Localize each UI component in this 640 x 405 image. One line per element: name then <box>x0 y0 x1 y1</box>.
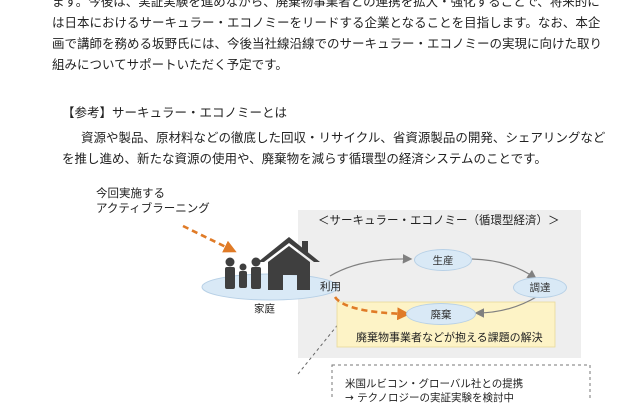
node-disposal: 廃棄 <box>406 303 476 325</box>
node-usage-label: 利用 <box>320 281 341 293</box>
node-disposal-label: 廃棄 <box>430 308 452 321</box>
active-learning-line: 今回実施する <box>96 186 165 200</box>
node-production-label: 生産 <box>432 254 454 267</box>
reference-heading: 【参考】サーキュラー・エコノミーとは <box>62 105 288 120</box>
issue-box-label: 廃棄物事業者などが抱える課題の解決 <box>356 331 543 344</box>
intro-line: 組みについてサポートいただく予定です。 <box>52 57 288 72</box>
note-line: → テクノロジーの実証実験を検討中 <box>345 392 515 404</box>
cycle-arrow-usage-production <box>329 254 413 277</box>
note-text: 米国ルビコン・グローバル社との提携 → テクノロジーの実証実験を検討中 <box>345 377 523 405</box>
cycle-arrow-production-procurement <box>471 258 537 280</box>
reference-line: 資源や製品、原材料などの徹底した回収・リサイクル、省資源製品の開発、シェアリング… <box>81 130 606 145</box>
intro-line: 画で講師を務める坂野氏には、今後当社線沿線でのサーキュラー・エコノミーの実現に向… <box>52 36 603 51</box>
active-learning-label: 今回実施する アクティブラーニング <box>96 186 210 216</box>
house-icon <box>258 237 320 290</box>
node-procurement-label: 調達 <box>529 282 551 294</box>
node-procurement: 調達 <box>513 277 567 298</box>
cycle-arrow-procurement-disposal <box>474 295 539 318</box>
intro-line: は日本におけるサーキュラー・エコノミーをリードする企業となることを目指します。な… <box>52 15 601 30</box>
family-icon <box>225 257 261 289</box>
node-production: 生産 <box>414 249 472 271</box>
reference-line: を推し進め、新たな資源の使用や、廃棄物を減らす循環型の経済システムのことです。 <box>62 151 547 166</box>
note-line: 米国ルビコン・グローバル社との提携 <box>345 378 524 390</box>
active-learning-line: アクティブラーニング <box>96 201 210 215</box>
reference-body: 資源や製品、原材料などの徹底した回収・リサイクル、省資源製品の開発、シェアリング… <box>62 127 605 169</box>
note-leader-line <box>297 321 341 375</box>
usage-to-disposal-arrow <box>333 296 411 321</box>
circular-economy-title: ＜サーキュラー・エコノミー（循環型経済）＞ <box>318 213 560 227</box>
intro-paragraph: ます。今後は、実証実験を進めながら、廃棄物事業者との連携を拡大・強化することで、… <box>52 0 603 75</box>
household-label: 家庭 <box>254 303 275 315</box>
note-box <box>331 364 591 400</box>
intro-line: ます。今後は、実証実験を進めながら、廃棄物事業者との連携を拡大・強化することで、… <box>52 0 600 9</box>
active-learning-arrow <box>182 224 237 253</box>
